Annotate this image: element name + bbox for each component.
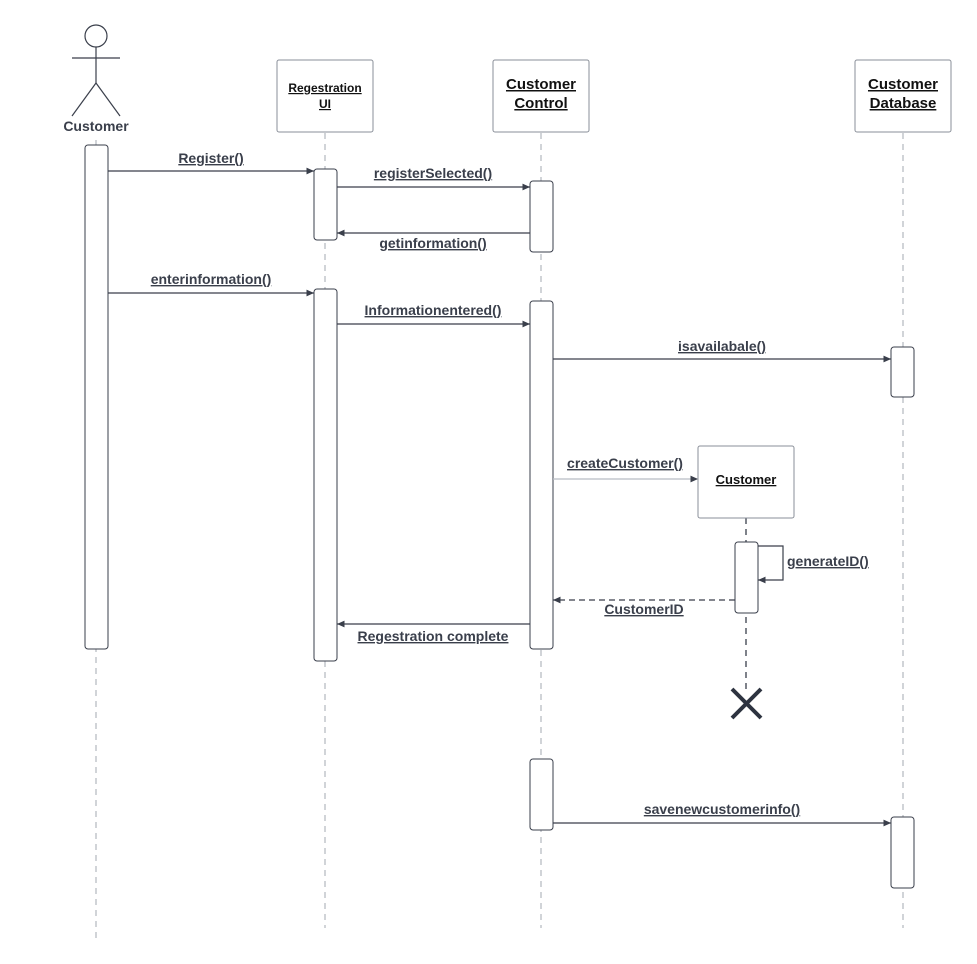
message-get-information-label: getinformation(): [379, 235, 486, 251]
message-get-information: getinformation(): [337, 229, 530, 251]
message-save-new-customer-info: savenewcustomerinfo(): [553, 801, 891, 827]
customer-actor-label: Customer: [63, 118, 129, 134]
customer-actor: [71, 24, 121, 117]
customer-database-label-line1: Customer: [868, 76, 938, 93]
customer-control-activation-2: [529, 300, 554, 650]
customer-object-activation: [734, 541, 759, 614]
customer-control-activation-3: [529, 758, 554, 831]
registration-ui-activation-1: [313, 168, 338, 241]
registration-ui-activation-2: [313, 288, 338, 662]
customer-activation: [84, 144, 109, 650]
message-registration-complete-label: Regestration complete: [358, 628, 509, 644]
customer-database-activation-1: [890, 346, 915, 398]
message-enter-information: enterinformation(): [108, 271, 314, 297]
message-create-customer-label: createCustomer(): [567, 455, 683, 471]
destroy-x-icon: [730, 687, 763, 720]
message-register-selected-label: registerSelected(): [374, 165, 492, 181]
message-save-new-customer-info-label: savenewcustomerinfo(): [644, 801, 800, 817]
actor-head: [84, 24, 108, 48]
customer-object-label: Customer: [716, 472, 777, 487]
message-information-entered: Informationentered(): [337, 302, 530, 328]
customer-database-box: Customer Database: [854, 59, 952, 133]
message-register-selected: registerSelected(): [337, 165, 530, 191]
message-enter-information-label: enterinformation(): [151, 271, 272, 287]
message-generate-id-label: generateID(): [787, 553, 869, 569]
message-customer-id: CustomerID: [553, 596, 735, 617]
customer-control-activation-1: [529, 180, 554, 253]
message-register: Register(): [108, 150, 314, 175]
registration-ui-box: Regestration UI: [276, 59, 374, 133]
message-is-available: isavailabale(): [553, 338, 891, 363]
message-generate-id: generateID(): [758, 545, 869, 584]
actor-left-leg: [71, 82, 97, 117]
message-is-available-label: isavailabale(): [678, 338, 766, 354]
customer-object-box: Customer: [697, 445, 795, 519]
actor-right-leg: [95, 82, 121, 117]
registration-ui-label-line1: Regestration: [288, 81, 361, 95]
message-create-customer: createCustomer(): [553, 455, 698, 483]
message-registration-complete: Regestration complete: [337, 620, 530, 644]
customer-control-label-line1: Customer: [506, 76, 576, 93]
registration-ui-label-line2: UI: [319, 97, 331, 111]
customer-database-activation-2: [890, 816, 915, 889]
message-customer-id-label: CustomerID: [604, 601, 683, 617]
customer-control-label-line2: Control: [514, 95, 567, 112]
message-information-entered-label: Informationentered(): [365, 302, 502, 318]
message-register-label: Register(): [178, 150, 243, 166]
customer-database-label-line2: Database: [870, 95, 937, 112]
customer-control-box: Customer Control: [492, 59, 590, 133]
